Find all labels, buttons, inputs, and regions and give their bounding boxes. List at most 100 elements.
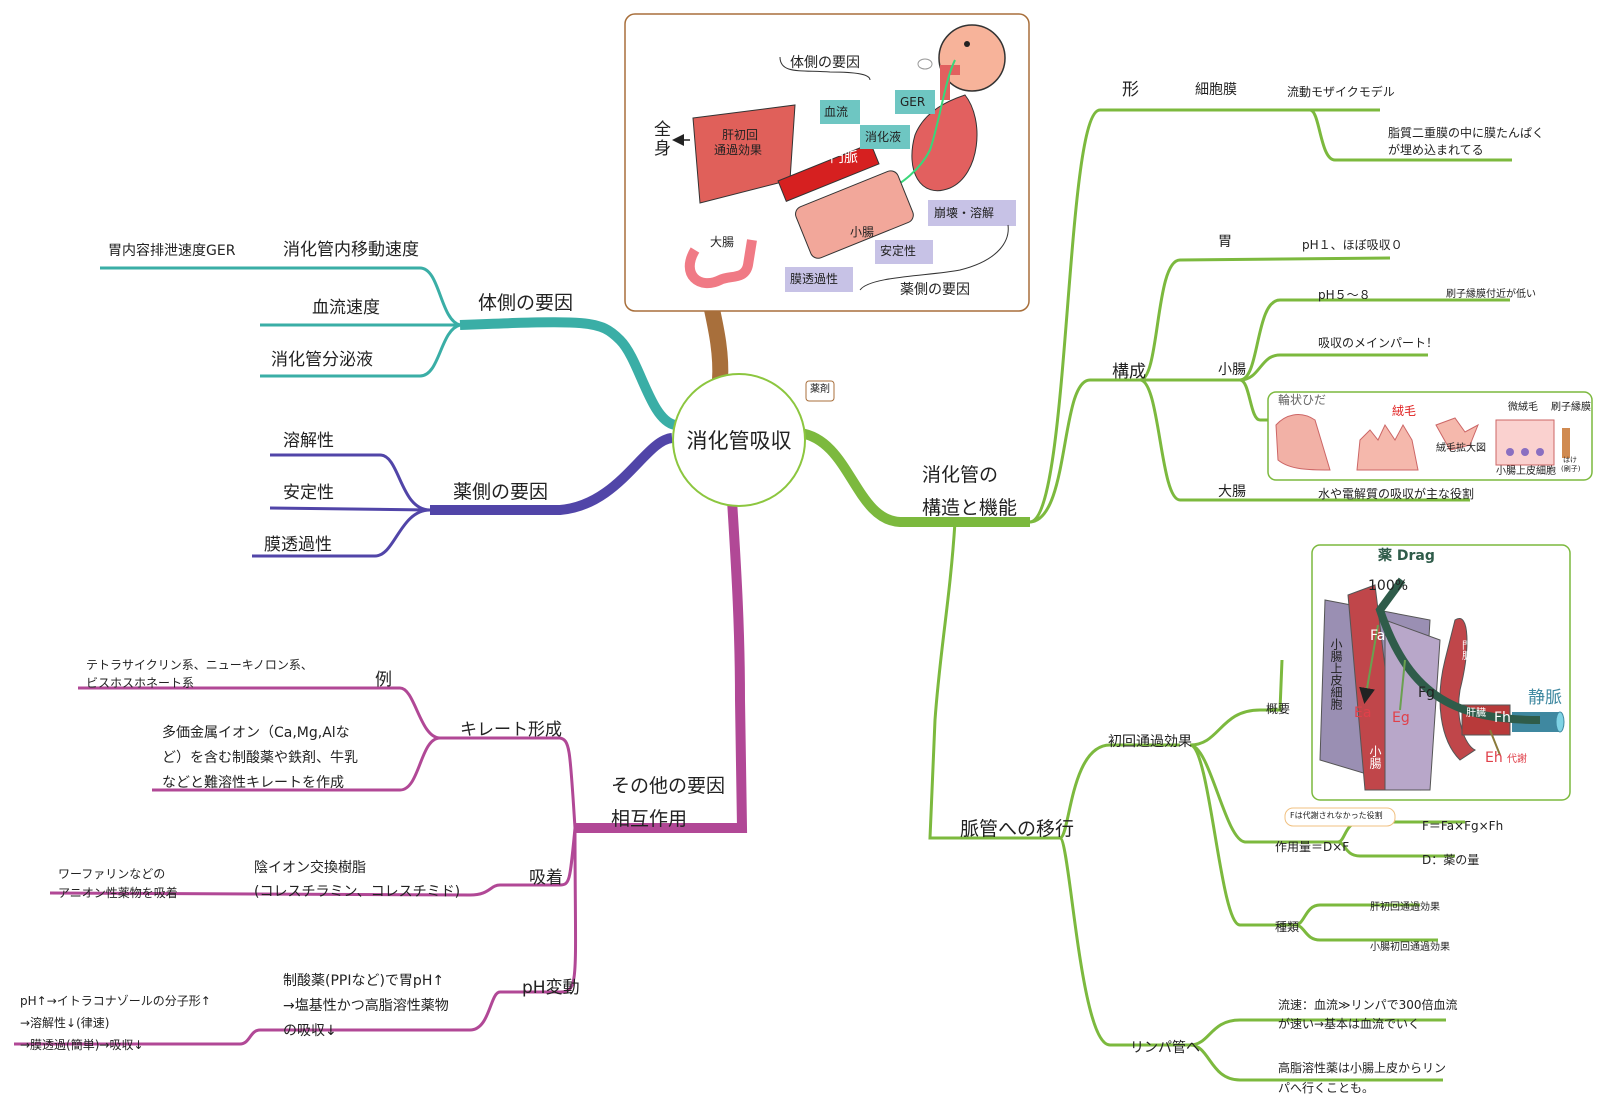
stomach-desc: pH１、ほぼ吸収０ bbox=[1302, 238, 1403, 252]
purple-branch-lines bbox=[252, 453, 431, 558]
kind-liver: 肝初回通過効果 bbox=[1370, 902, 1440, 913]
ph-note-2: →溶解性↓(律速) bbox=[20, 1016, 110, 1030]
drug-note-frame bbox=[805, 380, 835, 402]
img-label-whole-1: 全 bbox=[654, 120, 671, 140]
fp-portal-label: 門脈 bbox=[1459, 640, 1471, 660]
branch-interaction: 相互作用 bbox=[611, 808, 688, 830]
lymph-desc-1b: が速い→基本は血流でいく bbox=[1278, 1017, 1421, 1031]
trunk-purple bbox=[430, 433, 674, 515]
chelate-desc-2: ど）を含む制酸薬や鉄剤、牛乳 bbox=[162, 750, 358, 766]
villi-tool-2: (刷子) bbox=[1561, 465, 1581, 473]
item-ph-change[interactable]: pH変動 bbox=[522, 978, 580, 998]
branch-body-factors[interactable]: 体側の要因 bbox=[478, 292, 574, 314]
villi-tool-1: はけ bbox=[1563, 456, 1577, 464]
f-note: Fは代謝されなかった役割 bbox=[1290, 811, 1383, 820]
adsorb-resin-1: 陰イオン交換樹脂 bbox=[254, 860, 366, 876]
trunk-brown bbox=[702, 298, 729, 381]
item-first-pass[interactable]: 初回通過効果 bbox=[1108, 734, 1192, 750]
item-cell-membrane[interactable]: 細胞膜 bbox=[1195, 82, 1237, 98]
item-stomach[interactable]: 胃 bbox=[1218, 234, 1232, 250]
fp-eg-label: Eg bbox=[1392, 710, 1410, 726]
trunk-magenta bbox=[575, 499, 748, 833]
kind-small-intestine: 小腸初回通過効果 bbox=[1370, 942, 1450, 953]
mosaic-desc-2: が埋め込まれてる bbox=[1388, 143, 1484, 157]
item-composition[interactable]: 構成 bbox=[1112, 362, 1146, 382]
adsorb-resin-2: (コレスチラミン、コレスチミド) bbox=[254, 884, 461, 900]
item-overview[interactable]: 概要 bbox=[1266, 702, 1291, 716]
drug-note: 薬剤 bbox=[810, 384, 830, 395]
small-main: 吸収のメインパート！ bbox=[1318, 336, 1439, 350]
item-stability[interactable]: 安定性 bbox=[283, 483, 334, 503]
chelate-example-text-1: テトラサイクリン系、ニューキノロン系、 bbox=[86, 658, 313, 672]
fp-metabolism-label: 代謝 bbox=[1507, 754, 1527, 765]
f-note-frame bbox=[1284, 807, 1396, 827]
item-small-intestine[interactable]: 小腸 bbox=[1218, 362, 1246, 378]
trunk-teal bbox=[459, 317, 677, 430]
item-fluid-mosaic[interactable]: 流動モザイクモデル bbox=[1287, 85, 1395, 99]
item-gi-secretion[interactable]: 消化管分泌液 bbox=[271, 350, 373, 370]
villi-micro-label: 微絨毛 bbox=[1508, 402, 1538, 413]
item-gi-transit-speed[interactable]: 消化管内移動速度 bbox=[283, 240, 419, 260]
adsorb-note-2: アニオン性薬物を吸着 bbox=[58, 886, 178, 900]
item-chelate[interactable]: キレート形成 bbox=[460, 720, 562, 740]
item-blood-flow[interactable]: 血流速度 bbox=[312, 298, 380, 318]
formula-f: F＝Fa×Fg×Fh bbox=[1422, 819, 1504, 833]
branch-drug-factors[interactable]: 薬側の要因 bbox=[453, 481, 549, 503]
img-label-permeability: 膜透過性 bbox=[790, 272, 839, 286]
formula-d: D：薬の量 bbox=[1422, 853, 1480, 867]
item-large-intestine[interactable]: 大腸 bbox=[1218, 484, 1246, 500]
chelate-desc-1: 多価金属イオン（Ca,Mg,Alな bbox=[162, 725, 350, 741]
chelate-example-label[interactable]: 例 bbox=[375, 670, 392, 690]
fp-vein-label: 静脈 bbox=[1528, 688, 1562, 708]
item-permeability[interactable]: 膜透過性 bbox=[264, 535, 332, 555]
small-ph: pH５〜８ bbox=[1318, 288, 1371, 302]
mosaic-desc-1: 脂質二重膜の中に膜たんぱく bbox=[1388, 126, 1545, 140]
item-lymph[interactable]: リンパ管へ bbox=[1130, 1040, 1200, 1056]
formula-action: 作用量＝D×F bbox=[1275, 840, 1350, 854]
item-adsorption[interactable]: 吸着 bbox=[529, 868, 563, 888]
ph-desc-2: →塩基性かつ高脂溶性薬物 bbox=[283, 998, 449, 1014]
item-ger[interactable]: 胃内容排泄速度GER bbox=[108, 243, 236, 259]
branch-structure-function-1[interactable]: 消化管の bbox=[922, 464, 999, 486]
item-kinds[interactable]: 種類 bbox=[1275, 920, 1300, 934]
item-solubility[interactable]: 溶解性 bbox=[283, 431, 334, 451]
fp-intestine-label: 小腸 bbox=[1368, 745, 1382, 769]
fp-fg-label: Fg bbox=[1418, 685, 1435, 701]
item-shape[interactable]: 形 bbox=[1122, 80, 1139, 100]
central-topic-label: 消化管吸収 bbox=[686, 429, 792, 453]
img-label-stability: 安定性 bbox=[880, 244, 917, 258]
small-ph-note: 刷子縁膜付近が低い bbox=[1446, 289, 1536, 300]
ph-desc-3: の吸収↓ bbox=[283, 1023, 337, 1039]
lymph-desc-2b: パへ行くことも。 bbox=[1278, 1081, 1375, 1095]
central-topic[interactable]: 消化管吸収 bbox=[672, 373, 806, 507]
img-label-ger: GER bbox=[900, 95, 926, 109]
fp-liver-label: 肝臓 bbox=[1466, 708, 1486, 719]
villi-villus-label: 絨毛 bbox=[1392, 404, 1417, 418]
branch-vascular-transfer[interactable]: 脈管への移行 bbox=[960, 818, 1075, 840]
ph-desc-1: 制酸薬(PPIなど)で胃pH↑ bbox=[283, 973, 445, 989]
img-label-blood: 血流 bbox=[824, 105, 849, 119]
fp-fa-label: Fa bbox=[1370, 628, 1386, 644]
green-branch-lines bbox=[928, 108, 1512, 1082]
fp-100-label: 100% bbox=[1368, 578, 1409, 594]
first-pass-illustration bbox=[1319, 577, 1565, 791]
branch-other-factors[interactable]: その他の要因 bbox=[611, 775, 726, 797]
teal-branch-lines bbox=[100, 266, 461, 378]
ph-note-1: pH↑→イトラコナゾールの分子形↑ bbox=[20, 994, 211, 1008]
villi-illustration bbox=[1275, 414, 1570, 471]
villi-brush-label: 刷子縁膜 bbox=[1551, 402, 1591, 413]
img-label-drug-factors: 薬側の要因 bbox=[900, 282, 970, 298]
img-label-whole-2: 身 bbox=[654, 139, 671, 159]
lymph-desc-1a: 流速：血流≫リンパで300倍血流 bbox=[1278, 998, 1458, 1012]
top-illustration bbox=[672, 24, 1016, 292]
fp-eh-label: Eh bbox=[1485, 750, 1503, 766]
img-label-liver-2: 通過効果 bbox=[714, 143, 763, 157]
img-label-liver-1: 肝初回 bbox=[722, 128, 759, 142]
magenta-branch-lines bbox=[14, 686, 578, 1046]
chelate-example-text-2: ビスホスホネート系 bbox=[86, 676, 195, 690]
img-label-portal: 門脈 bbox=[830, 150, 858, 166]
villi-cell-label: 小腸上皮細胞 bbox=[1496, 466, 1556, 477]
img-label-body-factors: 体側の要因 bbox=[790, 55, 860, 71]
fp-ea-label: Ea bbox=[1354, 705, 1372, 721]
